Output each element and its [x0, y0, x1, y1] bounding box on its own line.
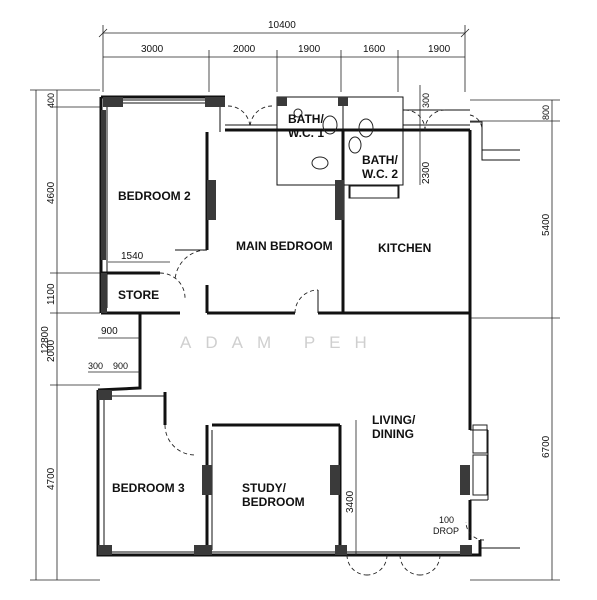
room-label-living-line2: DINING [372, 427, 414, 441]
dimension-left-total: 12800 [40, 326, 51, 354]
left-dimension-lines [30, 89, 100, 581]
dimension-living-3400: 3400 [345, 490, 356, 513]
dimension-top-4: 1600 [363, 44, 386, 55]
dimension-bath-300: 300 [421, 93, 431, 108]
dimension-store-1540: 1540 [121, 251, 144, 262]
dimension-right-1: 800 [541, 105, 551, 120]
windows [112, 99, 520, 553]
room-label-bath1-line1: BATH/ [288, 112, 324, 126]
room-label-living-line1: LIVING/ [372, 413, 416, 427]
walls [96, 95, 520, 557]
room-label-kitchen: KITCHEN [378, 241, 431, 255]
structural-columns [98, 97, 472, 555]
dimension-top-1: 3000 [141, 44, 164, 55]
doors [159, 105, 485, 576]
label-drop: DROP [433, 526, 459, 536]
room-label-main-bedroom: MAIN BEDROOM [236, 239, 333, 253]
dimension-drop-100: 100 [439, 515, 454, 525]
room-label-store: STORE [118, 288, 159, 302]
dimension-left-3: 1100 [46, 283, 57, 305]
dimension-store-900: 900 [101, 326, 118, 337]
room-label-bedroom3: BEDROOM 3 [112, 481, 185, 495]
dimension-left-5: 4700 [46, 467, 57, 490]
dimension-b3-900: 900 [113, 361, 128, 371]
top-dimension-lines [98, 25, 470, 92]
room-label-study-line2: BEDROOM [242, 495, 305, 509]
dimension-right-2: 5400 [541, 213, 552, 236]
dimension-right-3: 6700 [541, 435, 552, 458]
dimension-top-2: 2000 [233, 44, 256, 55]
room-label-bath1-line2: W.C. 1 [288, 126, 324, 140]
dimension-left-1: 400 [46, 93, 56, 108]
inner-dimension-lines [88, 85, 421, 555]
dimension-left-2: 4600 [46, 181, 57, 204]
room-label-bedroom2: BEDROOM 2 [118, 189, 191, 203]
dimension-bath-2300: 2300 [421, 161, 432, 184]
dimension-top-3: 1900 [298, 44, 321, 55]
right-dimension-lines [470, 99, 560, 581]
room-label-study-line1: STUDY/ [242, 481, 287, 495]
dimension-b3-300: 300 [88, 361, 103, 371]
dimension-left-4: 2000 [46, 339, 57, 362]
fixtures [293, 108, 488, 496]
room-label-bath2-line1: BATH/ [362, 153, 398, 167]
watermark: ADAM PEH [180, 333, 381, 352]
dimension-top-5: 1900 [428, 44, 451, 55]
dimension-top-total: 10400 [268, 20, 296, 31]
room-label-bath2-line2: W.C. 2 [362, 167, 398, 181]
